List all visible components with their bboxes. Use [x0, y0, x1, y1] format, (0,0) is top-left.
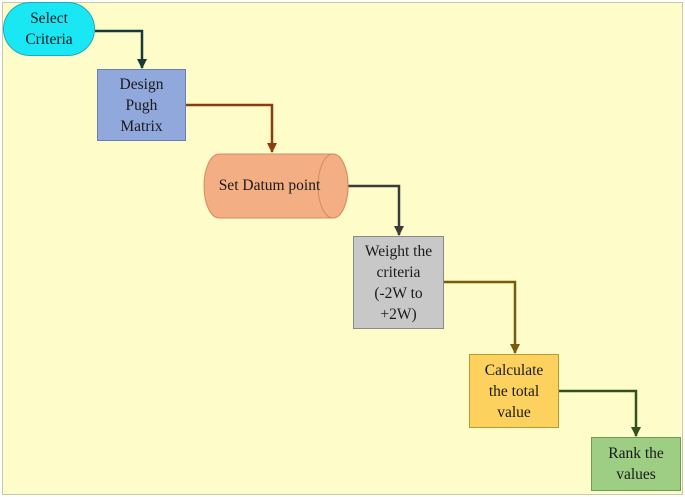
calculate-total-value-label: Calculate the total value	[484, 361, 544, 421]
connector-weight-to-calc	[444, 280, 520, 354]
set-datum-point-label: Set Datum point	[218, 176, 321, 194]
rank-the-values-label: Rank the values	[608, 445, 664, 483]
connector-calc-to-rank	[559, 389, 641, 437]
rank-the-values-node: Rank the values	[591, 437, 681, 491]
select-criteria-node: Select Criteria	[3, 2, 95, 56]
connector-design-to-datum	[186, 103, 277, 153]
design-pugh-matrix-label: Design Pugh Matrix	[119, 75, 164, 135]
connector-select-to-design	[95, 29, 147, 69]
design-pugh-matrix-node: Design Pugh Matrix	[97, 69, 186, 141]
weight-the-criteria-node: Weight the criteria (-2W to +2W)	[353, 236, 444, 329]
cylinder-shape	[203, 153, 349, 219]
connector-datum-to-weight	[344, 184, 404, 236]
weight-the-criteria-label: Weight the criteria (-2W to +2W)	[364, 242, 433, 323]
set-datum-point-node: Set Datum point	[203, 153, 350, 219]
select-criteria-label: Select Criteria	[25, 10, 73, 48]
cylinder-end-cap	[317, 153, 349, 219]
calculate-total-value-node: Calculate the total value	[469, 354, 559, 428]
